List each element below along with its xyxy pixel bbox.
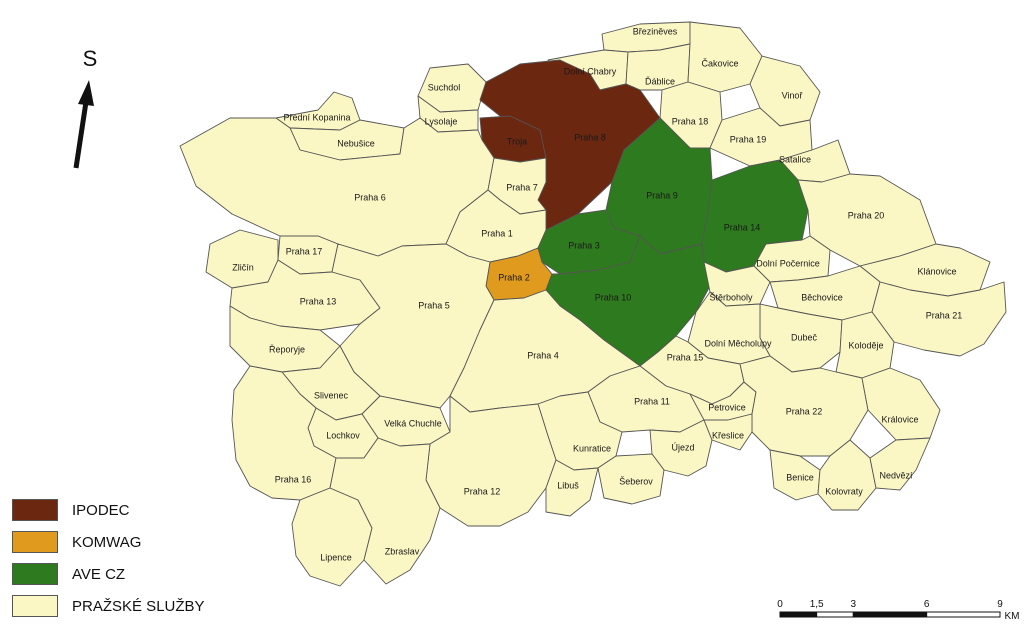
legend-swatch xyxy=(12,595,58,617)
district-label-nedvezi: Nedvězí xyxy=(879,470,913,480)
district-label-sterboholy: Štěrboholy xyxy=(709,292,753,302)
district-label-praha-6: Praha 6 xyxy=(354,192,386,202)
scale-bar-unit: KM xyxy=(1005,611,1020,622)
district-label-dolni-mecholupy: Dolní Měcholupy xyxy=(704,338,772,348)
district-label-praha-19: Praha 19 xyxy=(730,134,767,144)
district-label-praha-9: Praha 9 xyxy=(646,190,678,200)
district-label-troja: Troja xyxy=(507,136,527,146)
district-label-slivenec: Slivenec xyxy=(314,390,349,400)
scale-bar: 0 1,5 3 6 9KM xyxy=(777,599,1019,622)
district-label-benice: Benice xyxy=(786,472,814,482)
district-label-kreslice: Křeslice xyxy=(712,430,744,440)
legend-swatch xyxy=(12,563,58,585)
district-label-praha-15: Praha 15 xyxy=(667,352,704,362)
scale-bar-tick-label: 6 xyxy=(924,599,930,610)
north-arrow-label: S xyxy=(83,46,98,71)
district-label-zbraslav: Zbraslav xyxy=(385,546,420,556)
district-label-cakovice: Čakovice xyxy=(701,58,738,68)
district-label-praha-20: Praha 20 xyxy=(848,210,885,220)
district-label-dablice: Ďáblice xyxy=(645,76,675,86)
district-kreslice xyxy=(703,413,753,451)
district-zbraslav xyxy=(329,437,441,585)
district-zlicin xyxy=(205,229,279,289)
district-label-zlicin: Zličín xyxy=(232,262,254,272)
district-label-praha-18: Praha 18 xyxy=(672,116,709,126)
north-arrow-icon xyxy=(73,80,94,169)
scale-bar-tick-label: 1,5 xyxy=(810,599,824,610)
district-libus xyxy=(545,459,599,517)
district-label-praha-4: Praha 4 xyxy=(527,350,559,360)
district-label-dolni-pocernice: Dolní Počernice xyxy=(756,258,820,268)
district-cakovice xyxy=(687,21,763,93)
district-label-praha-21: Praha 21 xyxy=(926,310,963,320)
districts-layer xyxy=(179,21,1007,587)
district-label-dolni-chabry: Dolní Chabry xyxy=(564,66,617,76)
district-label-seberov: Šeberov xyxy=(619,476,653,486)
district-label-vinor: Vinoř xyxy=(782,90,804,100)
legend: IPODEC KOMWAG AVE CZ PRAŽSKÉ SLUŽBY xyxy=(12,494,252,622)
legend-item-prazske-sluzby: PRAŽSKÉ SLUŽBY xyxy=(12,590,252,622)
district-label-bechovice: Běchovice xyxy=(801,292,843,302)
district-label-praha-14: Praha 14 xyxy=(724,222,761,232)
legend-label: PRAŽSKÉ SLUŽBY xyxy=(72,597,205,615)
district-nedvezi xyxy=(869,437,931,491)
district-label-kolovraty: Kolovraty xyxy=(825,486,863,496)
district-label-kolodeje: Koloděje xyxy=(848,340,883,350)
district-label-praha-3: Praha 3 xyxy=(568,240,600,250)
legend-item-ave-cz: AVE CZ xyxy=(12,558,252,590)
legend-swatch xyxy=(12,531,58,553)
legend-label: KOMWAG xyxy=(72,533,142,551)
district-label-velka-chuchle: Velká Chuchle xyxy=(384,418,442,428)
district-label-praha-7: Praha 7 xyxy=(506,182,538,192)
scale-bar-tick-label: 9 xyxy=(997,599,1003,610)
district-label-praha-16: Praha 16 xyxy=(275,474,312,484)
district-label-ujezd: Újezd xyxy=(671,442,694,452)
legend-label: AVE CZ xyxy=(72,565,126,583)
district-label-praha-8: Praha 8 xyxy=(574,132,606,142)
district-label-praha-2: Praha 2 xyxy=(498,272,530,282)
district-predni-kopanina xyxy=(275,91,361,131)
district-label-suchdol: Suchdol xyxy=(428,82,461,92)
district-seberov xyxy=(597,453,665,505)
scale-bar-segment xyxy=(926,611,1001,618)
district-label-praha-10: Praha 10 xyxy=(595,292,632,302)
district-label-lipence: Lipence xyxy=(320,552,352,562)
district-label-predni-kopanina: Přední Kopanina xyxy=(283,112,350,122)
district-label-petrovice: Petrovice xyxy=(708,402,746,412)
district-label-praha-12: Praha 12 xyxy=(464,486,501,496)
district-label-kralovice: Královice xyxy=(881,414,918,424)
district-label-nebusice: Nebušice xyxy=(337,138,375,148)
district-label-satalice: Satalice xyxy=(779,154,811,164)
district-label-praha-1: Praha 1 xyxy=(481,228,513,238)
district-label-libus: Libuš xyxy=(557,480,579,490)
legend-item-ipodec: IPODEC xyxy=(12,494,252,526)
legend-label: IPODEC xyxy=(72,501,130,519)
scale-bar-segment xyxy=(852,611,928,618)
district-label-klanovice: Klánovice xyxy=(917,266,956,276)
district-label-praha-13: Praha 13 xyxy=(300,296,337,306)
district-label-brezineves: Březiněves xyxy=(633,26,678,36)
district-label-praha-11: Praha 11 xyxy=(634,396,670,406)
scale-bar-segment xyxy=(816,611,854,618)
district-label-praha-5: Praha 5 xyxy=(418,300,450,310)
district-label-lochkov: Lochkov xyxy=(326,430,360,440)
scale-bar-tick-label: 3 xyxy=(851,599,857,610)
district-label-praha-17: Praha 17 xyxy=(286,246,323,256)
district-praha-12 xyxy=(425,395,557,527)
scale-bar-tick-label: 0 xyxy=(777,599,783,610)
district-label-lysolaje: Lysolaje xyxy=(425,116,458,126)
district-label-kunratice: Kunratice xyxy=(573,443,611,453)
legend-item-komwag: KOMWAG xyxy=(12,526,252,558)
district-label-reporyje: Řeporyje xyxy=(269,344,305,354)
scale-bar-segment xyxy=(779,611,818,618)
district-kralovice xyxy=(861,367,941,441)
district-label-dubec: Dubeč xyxy=(791,332,818,342)
legend-swatch xyxy=(12,499,58,521)
district-label-praha-22: Praha 22 xyxy=(786,406,823,416)
